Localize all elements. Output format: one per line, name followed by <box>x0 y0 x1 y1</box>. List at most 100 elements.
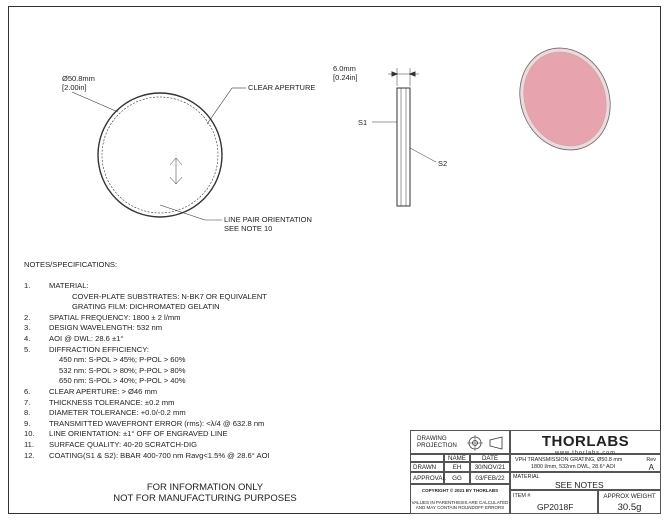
blank-header-cell <box>410 454 444 462</box>
note-item: 11. SURFACE QUALITY: 40-20 SCRATCH-DIG <box>24 439 197 451</box>
note-item: 3. DESIGN WAVELENGTH: 532 nm <box>24 323 162 334</box>
s2-label: S2 <box>438 159 448 168</box>
item-cell: ITEM # GP2018F <box>510 490 598 514</box>
note-number: 7. <box>24 397 31 407</box>
note-text: SURFACE QUALITY: 40-20 SCRATCH-DIG <box>49 439 197 449</box>
notes-heading: NOTES/SPECIFICATIONS: <box>24 260 118 269</box>
note-text: COVER-PLATE SUBSTRATES: N-BK7 OR EQUIVAL… <box>72 291 267 301</box>
notes-list: 1.MATERIAL:COVER-PLATE SUBSTRATES: N-BK7… <box>24 281 270 462</box>
note-text: COATING(S1 & S2): BBAR 400-700 nm Ravg<1… <box>49 450 270 460</box>
drawn-label-text: DRAWN <box>413 464 437 471</box>
description-2: 1800 l/mm, 532nm DWL, 28.6° AOI <box>531 464 616 470</box>
note-text: TRANSMITTED WAVEFRONT ERROR (rms): <λ/4 … <box>49 418 265 428</box>
website-text: www.thorlabs.com <box>555 450 616 456</box>
note-item: 7. THICKNESS TOLERANCE: ±0.2 mm <box>24 397 174 409</box>
projection-cell: DRAWING PROJECTION <box>410 430 510 454</box>
note-number: 4. <box>24 333 31 343</box>
note-text: CLEAR APERTURE: > Ø46 mm <box>49 386 158 396</box>
note-item: 5. DIFFRACTION EFFICIENCY: <box>24 344 149 356</box>
s1-label: S1 <box>358 118 368 127</box>
note-number: 8. <box>24 408 31 418</box>
note-text: AOI @ DWL: 28.6 ±1° <box>49 333 124 343</box>
material-value: SEE NOTES <box>555 480 604 490</box>
note-text: DESIGN WAVELENGTH: 532 nm <box>49 323 163 333</box>
drawn-date-text: 30/NOV/21 <box>474 464 506 471</box>
note-text: DIAMETER TOLERANCE: +0.0/-0.2 mm <box>49 408 186 418</box>
thickness-label-inch: [0.24in] <box>333 73 358 82</box>
side-view <box>372 68 437 207</box>
date-header-text: DATE <box>481 455 499 462</box>
projection-label: DRAWING PROJECTION <box>417 435 457 449</box>
third-angle-projection-icon <box>467 435 503 451</box>
note-item: 6. CLEAR APERTURE: > Ø46 mm <box>24 386 157 398</box>
rev-value: A <box>648 463 654 472</box>
name-header: NAME <box>444 454 470 462</box>
note-item: 12. COATING(S1 & S2): BBAR 400-700 nm Rav… <box>24 450 270 462</box>
front-view <box>71 87 246 221</box>
note-number: 9. <box>24 418 31 428</box>
note-item: 10. LINE ORIENTATION: ±1° OFF OF ENGRAVED… <box>24 429 228 440</box>
note-item: 8. DIAMETER TOLERANCE: +0.0/-0.2 mm <box>24 408 186 419</box>
approval-label: APPROVAL <box>410 472 446 484</box>
item-label: ITEM # <box>513 493 531 499</box>
note-number: 5. <box>24 344 31 354</box>
item-value: GP2018F <box>537 502 574 512</box>
note-item: COVER-PLATE SUBSTRATES: N-BK7 OR EQUIVAL… <box>24 292 267 303</box>
note-number: 3. <box>24 323 31 333</box>
disclaimer-2: AND MAY CONTAIN ROUNDOFF ERRORS <box>415 505 505 510</box>
see-note-label: SEE NOTE 10 <box>224 224 273 233</box>
approval-date: 03/FEB/22 <box>470 472 510 484</box>
note-item: 9. TRANSMITTED WAVEFRONT ERROR (rms): <λ/… <box>24 418 264 430</box>
note-item: 2. SPATIAL FREQUENCY: 1800 ± 2 l/mm <box>24 312 180 324</box>
thorlabs-logo: THORLABS <box>541 433 630 450</box>
note-text: THICKNESS TOLERANCE: ±0.2 mm <box>49 397 175 407</box>
note-text: 650 nm: S-POL > 40%; P-POL > 40% <box>59 376 186 386</box>
clear-aperture-label: CLEAR APERTURE <box>248 83 316 92</box>
note-item: 4. AOI @ DWL: 28.6 ±1° <box>24 333 123 345</box>
note-item: 650 nm: S-POL > 40%; P-POL > 40% <box>24 376 186 387</box>
name-header-text: NAME <box>448 455 466 462</box>
logo-cell: THORLABS www.thorlabs.com <box>510 430 661 456</box>
diameter-label: Ø50.8mm <box>62 74 95 83</box>
title-block: DRAWING PROJECTION NAME DATE DRAWN EH 30… <box>410 430 661 514</box>
note-text: SPATIAL FREQUENCY: 1800 ± 2 l/mm <box>49 312 181 322</box>
info-line-2: NOT FOR MANUFACTURING PURPOSES <box>113 492 297 504</box>
iso-view <box>519 47 611 151</box>
description-1: VPH TRANSMISSION GRATING, Ø50.8 mm <box>515 457 623 463</box>
thickness-label: 6.0mm <box>333 64 356 73</box>
line-orientation-label: LINE PAIR ORIENTATION <box>224 215 312 224</box>
note-text: DIFFRACTION EFFICIENCY: <box>49 344 149 354</box>
note-number: 10. <box>24 429 35 439</box>
drawing-sheet <box>8 6 661 514</box>
diameter-label-inch: [2.00in] <box>62 83 87 92</box>
drawn-name: EH <box>444 462 470 472</box>
weight-label: APPROX WEIGHT <box>603 493 656 500</box>
approval-name-text: GG <box>452 475 462 482</box>
rev-label: Rev <box>646 457 656 463</box>
note-number: 6. <box>24 386 31 396</box>
note-item: 450 nm: S-POL > 45%; P-POL > 60% <box>24 355 186 366</box>
material-label: MATERIAL <box>513 474 540 480</box>
note-text: 532 nm: S-POL > 80%; P-POL > 80% <box>59 365 186 375</box>
info-line-1: FOR INFORMATION ONLY <box>146 482 264 493</box>
note-number: 11. <box>24 439 34 449</box>
note-number: 1. <box>24 281 31 290</box>
material-cell: MATERIAL SEE NOTES <box>510 472 661 490</box>
drawn-date: 30/NOV/21 <box>470 462 510 472</box>
copyright-text: COPYRIGHT © 2021 BY THORLABS <box>421 488 499 493</box>
date-header: DATE <box>470 454 510 462</box>
weight-value: 30.5g <box>617 502 642 513</box>
approval-date-text: 03/FEB/22 <box>475 475 505 482</box>
weight-cell: APPROX WEIGHT 30.5g <box>598 490 661 514</box>
notes-section: NOTES/SPECIFICATIONS: 1.MATERIAL:COVER-P… <box>24 260 270 462</box>
approval-name: GG <box>444 472 470 484</box>
info-notice: FOR INFORMATION ONLY NOT FOR MANUFACTURI… <box>100 482 310 504</box>
description-cell: VPH TRANSMISSION GRATING, Ø50.8 mm 1800 … <box>510 454 661 472</box>
note-text: LINE ORIENTATION: ±1° OFF OF ENGRAVED LI… <box>49 429 228 439</box>
note-number: 12. <box>24 450 35 460</box>
note-number: 2. <box>24 312 31 322</box>
drawn-label: DRAWN <box>410 462 444 472</box>
drawn-name-text: EH <box>452 464 462 471</box>
note-text: 450 nm: S-POL > 45%; P-POL > 60% <box>59 355 186 365</box>
